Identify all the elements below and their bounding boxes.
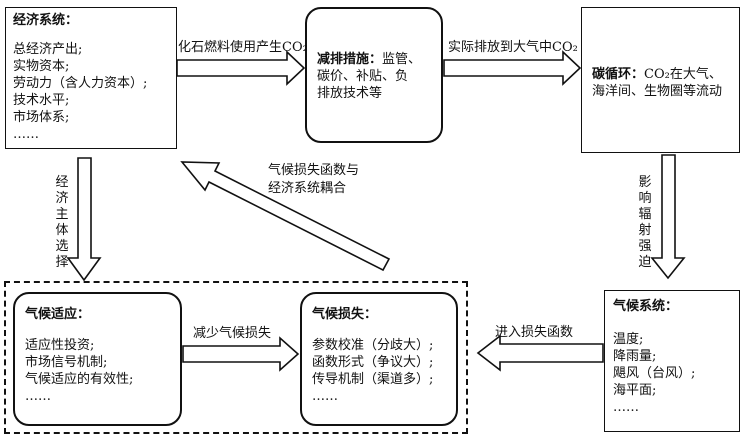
economic-item: …… xyxy=(13,127,39,142)
mitigation-box: 减排措施：监管、 碳价、补贴、负 排放技术等 xyxy=(305,7,443,143)
climate-system-box: 气候系统： 温度; 降雨量; 飓风（台风）; 海平面; …… xyxy=(604,290,740,432)
carbon-cycle-title: 碳循环： xyxy=(592,67,645,82)
economic-system-box: 经济系统： 总经济产出; 实物资本; 劳动力（含人力资本）; 技术水平; 市场体… xyxy=(5,7,177,149)
economic-item: 市场体系; xyxy=(13,110,70,125)
mitigation-text: 碳价、补贴、负 xyxy=(317,69,409,84)
loss-item: 传导机制（渠道多）; xyxy=(312,372,434,387)
agent-choice-label: 经济主体选择 xyxy=(55,175,69,270)
arrow-actual-emission xyxy=(443,50,582,86)
climate-adaptation-title: 气候适应： xyxy=(25,307,91,322)
mitigation-title: 减排措施： xyxy=(317,52,383,67)
adaptation-item: 市场信号机制; xyxy=(25,355,108,370)
arrow-agent-choice xyxy=(66,157,102,282)
climate-system-item: 海平面; xyxy=(613,383,657,398)
loss-item: …… xyxy=(312,389,338,404)
loss-item: 函数形式（争议大）; xyxy=(312,355,434,370)
carbon-cycle-text: 海洋间、生物圈等流动 xyxy=(592,84,723,99)
coupling-label-line1: 气候损失函数与 xyxy=(268,163,360,178)
economic-item: 实物资本; xyxy=(13,59,70,74)
climate-loss-title: 气候损失： xyxy=(312,307,378,322)
climate-system-item: 降雨量; xyxy=(613,349,657,364)
actual-emission-label: 实际排放到大气中CO₂ xyxy=(448,40,578,55)
arrow-enter-loss xyxy=(476,334,604,372)
economic-item: 技术水平; xyxy=(13,93,70,108)
economic-item: 劳动力（含人力资本）; xyxy=(13,76,148,91)
fossil-fuel-label: 化石燃料使用产生CO₂ xyxy=(178,40,308,55)
mitigation-text: 监管、 xyxy=(382,52,422,67)
mitigation-text: 排放技术等 xyxy=(317,86,383,101)
climate-system-title: 气候系统： xyxy=(613,299,679,314)
climate-adaptation-box: 气候适应： 适应性投资; 市场信号机制; 气候适应的有效性; …… xyxy=(13,292,182,426)
economic-item: 总经济产出; xyxy=(13,42,83,57)
arrow-fossil-fuel xyxy=(176,50,306,86)
reduce-loss-label: 减少气候损失 xyxy=(193,326,272,341)
adaptation-item: …… xyxy=(25,389,51,404)
climate-system-item: 飓风（台风）; xyxy=(613,366,696,381)
economic-system-title: 经济系统： xyxy=(13,13,79,28)
arrow-coupling xyxy=(180,161,391,272)
adaptation-item: 气候适应的有效性; xyxy=(25,372,134,387)
climate-system-item: …… xyxy=(613,400,639,415)
radiative-forcing-label: 影响辐射强迫 xyxy=(638,175,652,270)
carbon-cycle-text: CO₂在大气、 xyxy=(644,67,722,82)
coupling-label-line2: 经济系统耦合 xyxy=(268,181,347,196)
climate-system-item: 温度; xyxy=(613,332,644,347)
climate-loss-box: 气候损失： 参数校准（分歧大）; 函数形式（争议大）; 传导机制（渠道多）; …… xyxy=(300,292,458,426)
loss-item: 参数校准（分歧大）; xyxy=(312,338,434,353)
arrow-radiative-forcing xyxy=(650,154,686,280)
carbon-cycle-box: 碳循环：CO₂在大气、 海洋间、生物圈等流动 xyxy=(581,7,740,153)
arrow-reduce-loss xyxy=(182,336,300,372)
adaptation-item: 适应性投资; xyxy=(25,338,95,353)
adaptation-loss-group xyxy=(4,281,468,434)
enter-loss-label: 进入损失函数 xyxy=(495,325,574,340)
